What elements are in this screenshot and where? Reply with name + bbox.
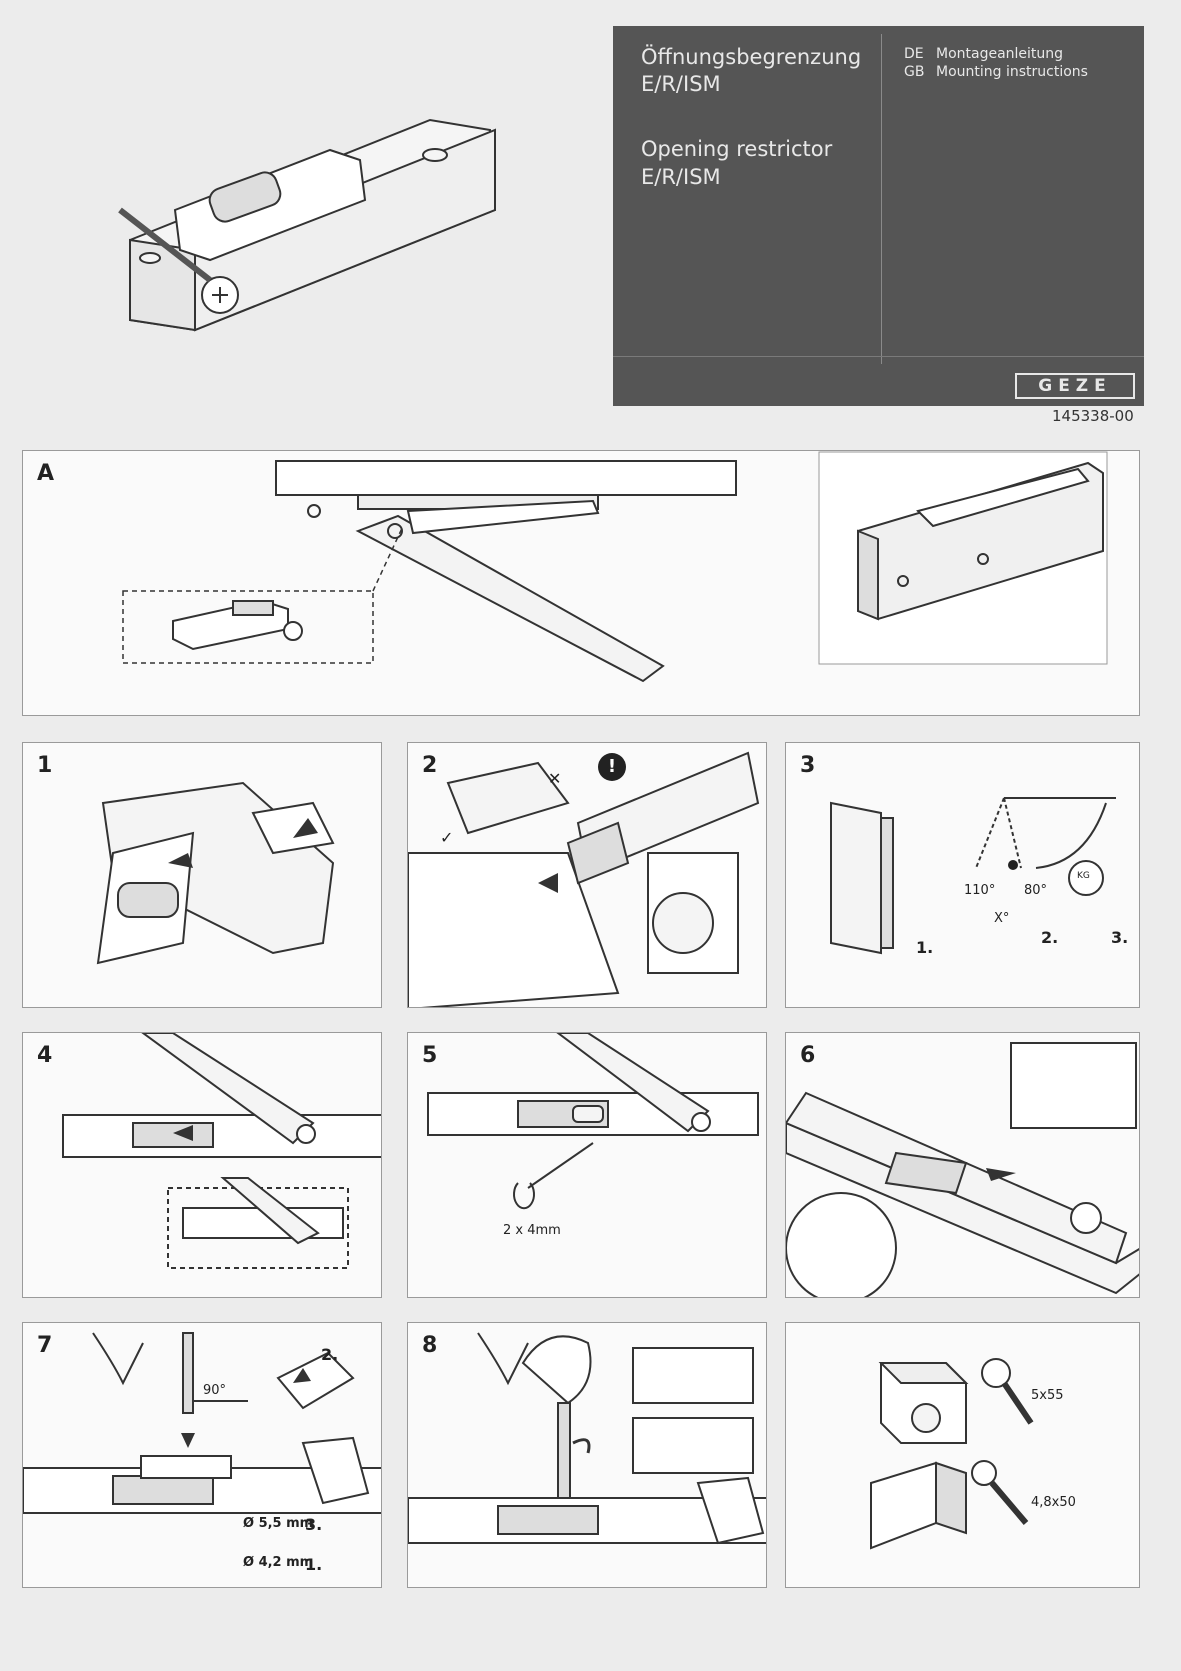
model-en: E/R/ISM [641,165,721,189]
doc-number: 145338-00 [1052,407,1134,425]
step-label-8: 8 [422,1333,438,1358]
step-3-drawing [830,797,1116,955]
panel-step-4: 4 [22,1032,382,1298]
panel-step-3: 3 110° 80° X° KG 1. 2. 3. [785,742,1140,1008]
step-label-2: 2 [422,753,438,778]
step-3-sub-2: 2. [1041,928,1059,947]
panel-screws: 5x55 4,8x50 [785,1322,1140,1588]
step-label-1: 1 [37,753,53,778]
angle-open: 110° [964,883,996,898]
step-7-sub-2: 2. [321,1345,339,1364]
panel-step-5: 5 2 x 4mm [407,1032,767,1298]
metal-screw-size: 4,8x50 [1031,1495,1076,1510]
screws-drawing [870,1358,1034,1550]
step-3-sub-3: 3. [1111,928,1129,947]
angle-x: X° [994,911,1010,926]
wood-screw-size: 5x55 [1031,1388,1064,1403]
title-de: Öffnungsbegrenzung [641,45,862,69]
step-7-drawing [23,1332,381,1514]
geze-logo: GEZE [1015,373,1135,399]
step-label-a: A [37,461,55,486]
weight-icon: KG [1077,871,1090,881]
step-label-7: 7 [37,1333,53,1358]
panel-step-8: 8 [407,1322,767,1588]
panel-a: A [22,450,1140,716]
rotate-arrow-icon [572,1438,591,1454]
cross-icon: ✕ [548,769,562,788]
check-icon: ✓ [440,828,454,847]
drill-diameter-bottom: Ø 4,2 mm [243,1555,314,1570]
angle-90: 90° [203,1383,227,1398]
allen-key-size: 2 x 4mm [503,1223,561,1238]
step-label-6: 6 [800,1043,816,1068]
panel-step-1: 1 [22,742,382,1008]
step-label-3: 3 [800,753,816,778]
profile-rail-drawing [818,451,1108,665]
panel-step-2: 2 ✓ ✕ ! [407,742,767,1008]
step-4-drawing [62,1033,381,1269]
model-de: E/R/ISM [641,72,721,96]
panel-step-6: 6 [785,1032,1140,1298]
step-2-drawing [408,751,760,1007]
step-7-sub-1: 1. [305,1555,323,1574]
product-illustration [118,118,497,332]
panel-step-7: 7 90° 2. Ø 5,5 mm 3. Ø 4,2 mm 1. [22,1322,382,1588]
step-7-sub-3: 3. [305,1515,323,1534]
warning-icon: ! [598,753,626,781]
angle-limit: 80° [1024,883,1048,898]
step-8-drawing [408,1332,766,1545]
step-1-drawing [96,781,335,965]
step-label-5: 5 [422,1043,438,1068]
step-5-drawing [427,1033,759,1210]
drill-diameter-top: Ø 5,5 mm [243,1516,314,1531]
title-en: Opening restrictor [641,137,833,161]
overview-drawing [122,460,737,683]
step-3-sub-1: 1. [916,938,934,957]
step-label-4: 4 [37,1043,53,1068]
step-6-drawing [786,1042,1139,1297]
cover-block: Öffnungsbegrenzung E/R/ISM Opening restr… [613,26,1144,406]
